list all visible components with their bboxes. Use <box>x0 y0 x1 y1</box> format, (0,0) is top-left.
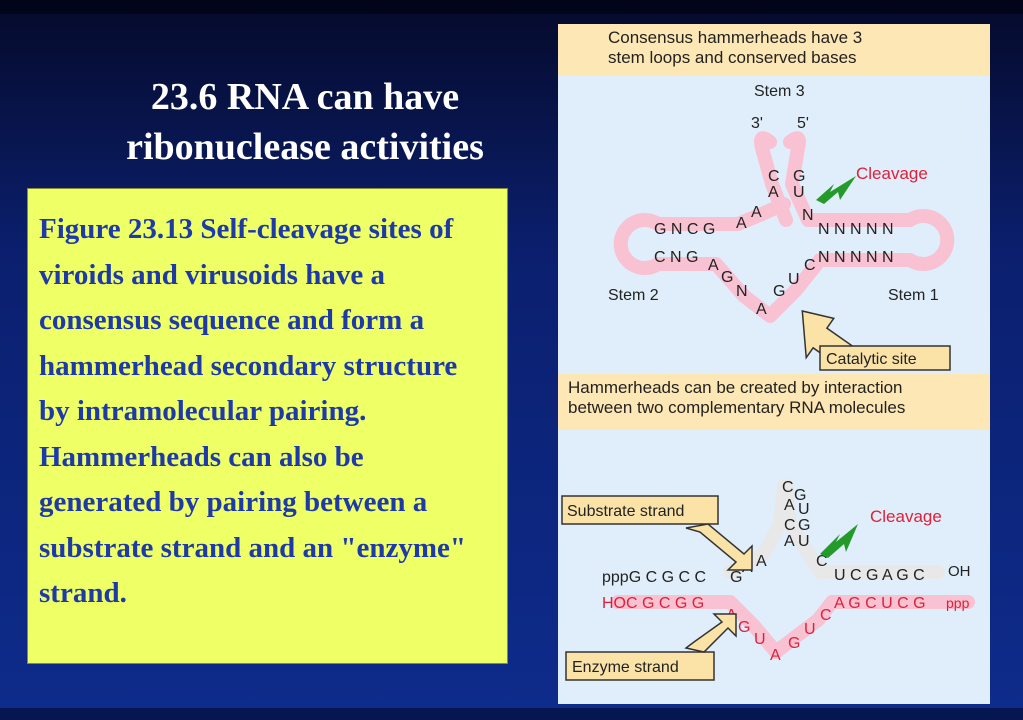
base-a1: A <box>751 204 762 221</box>
enzyme-callout <box>565 651 715 681</box>
loop-base-g2: G <box>773 283 785 300</box>
base-n-cleave: N <box>802 207 814 224</box>
base-a2: A <box>736 215 747 232</box>
figure-caption: Figure 23.13 Self-cleavage sites of viro… <box>39 213 466 609</box>
seq-upper-right: N N N N N <box>818 221 894 238</box>
sub-stem-top-c: C <box>782 479 794 496</box>
sub-stem-u2: U <box>798 533 810 550</box>
title-line-1: 23.6 RNA can have <box>150 76 460 118</box>
sub-base-a2: A <box>756 553 767 570</box>
catalytic-callout <box>819 345 951 371</box>
mid-header-line-2: between two complementary RNA molecules <box>568 398 906 417</box>
base-g: G <box>793 168 805 185</box>
top-header-line-1: Consensus hammerheads have 3 <box>608 28 863 47</box>
enz-base-u: U <box>754 631 766 648</box>
middle-figure-header: Hammerheads can be created by interactio… <box>558 374 990 430</box>
sub-stem-g: G <box>798 517 810 534</box>
top-figure-header: Consensus hammerheads have 3 stem loops … <box>558 24 990 76</box>
enzyme-arrow <box>684 613 737 653</box>
base-u: U <box>793 184 805 201</box>
mid-header-line-1: Hammerheads can be created by interactio… <box>568 378 903 397</box>
top-dark-band <box>0 0 1023 14</box>
sub-stem-a2: A <box>784 533 795 550</box>
oh-label: OH <box>948 563 971 580</box>
loop-base-a2: A <box>756 301 767 318</box>
sub-stem-c: C <box>784 517 796 534</box>
seq-upper-left: G N C G <box>654 221 715 238</box>
cleavage-label-bottom: Cleavage <box>870 507 942 526</box>
enz-base-u2: U <box>804 621 816 638</box>
sub-base-g: G <box>730 569 742 586</box>
enzyme-sequence: HOC G C G G <box>602 595 704 612</box>
catalytic-site-label: Catalytic site <box>826 351 917 368</box>
consensus-backbone <box>613 131 955 323</box>
caption-box: Figure 23.13 Self-cleavage sites of viro… <box>27 188 508 664</box>
sub-stem-top-g: G <box>794 487 806 504</box>
enz-base-c: C <box>820 607 832 624</box>
loop-base-u: U <box>788 271 800 288</box>
sub-stem-u: U <box>798 501 810 518</box>
cleavage-label-top: Cleavage <box>856 164 928 183</box>
loop-base-c: C <box>804 257 816 274</box>
cleavage-arrow-bottom <box>820 524 858 558</box>
substrate-callout <box>561 495 719 525</box>
bottom-dark-band <box>0 708 1023 720</box>
stem2-label: Stem 2 <box>608 287 659 304</box>
hammerhead-figure: Consensus hammerheads have 3 stem loops … <box>558 24 990 704</box>
loop-base-g: G <box>721 269 733 286</box>
seq-lower-right: N N N N N <box>818 249 894 266</box>
three-prime-label: 3' <box>751 115 763 132</box>
enz-base-g: G <box>738 619 750 636</box>
substrate-right-sequence: U C G A G C <box>834 567 925 584</box>
base-c: C <box>768 168 780 185</box>
hammerhead-diagram: Stem 3 3' 5' C G A U A A G N C G C N G N… <box>561 83 975 681</box>
stem3-label: Stem 3 <box>754 83 805 100</box>
five-prime-label: 5' <box>797 115 809 132</box>
sub-base-c-right: C <box>816 553 828 570</box>
sub-stem-a: A <box>784 497 795 514</box>
stem1-label: Stem 1 <box>888 287 939 304</box>
ppp-label: ppp <box>946 595 970 611</box>
cleavage-arrow-top <box>816 176 856 204</box>
seq-lower-left: C N G <box>654 249 698 266</box>
substrate-arrow <box>685 523 753 571</box>
enz-base-g2: G <box>788 635 800 652</box>
substrate-strand-label: Substrate strand <box>567 503 684 520</box>
enzyme-strand-label: Enzyme strand <box>572 659 679 676</box>
title-line-2: ribonuclease activities <box>126 126 484 168</box>
loop-base-n: N <box>736 283 748 300</box>
base-a-top: A <box>768 184 779 201</box>
enz-base-a2: A <box>770 647 781 664</box>
enzyme-right-sequence: A G C U C G <box>834 595 926 612</box>
substrate-sequence: pppG C G C C <box>602 569 706 586</box>
top-header-line-2: stem loops and conserved bases <box>608 48 857 67</box>
slide-title: 23.6 RNA can have ribonuclease activitie… <box>60 72 550 172</box>
loop-base-a: A <box>708 257 719 274</box>
